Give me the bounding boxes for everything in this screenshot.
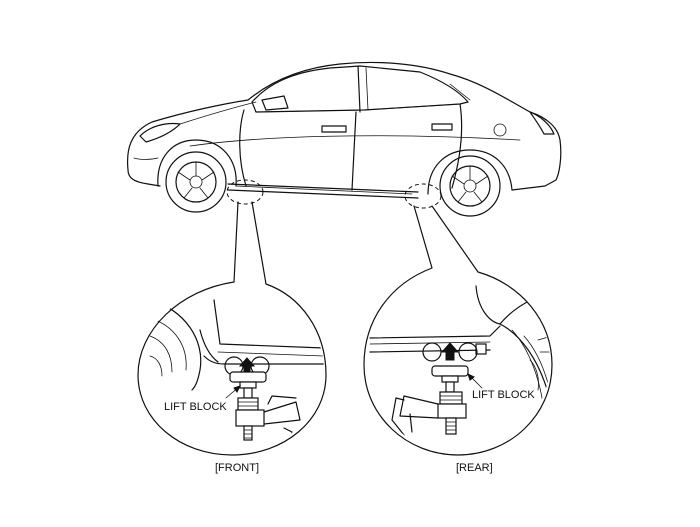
front-detail-callout: [137, 201, 327, 456]
car-side-view: [126, 61, 562, 217]
rear-detail-callout: [363, 205, 553, 456]
front-lift-point-marker: [226, 179, 264, 205]
lift-block-label-rear: LIFT BLOCK: [472, 389, 535, 401]
front-caption: [FRONT]: [215, 462, 259, 474]
lift-block-label-front: LIFT BLOCK: [164, 401, 227, 413]
rear-caption: [REAR]: [456, 462, 493, 474]
rear-lift-point-marker: [404, 183, 442, 209]
